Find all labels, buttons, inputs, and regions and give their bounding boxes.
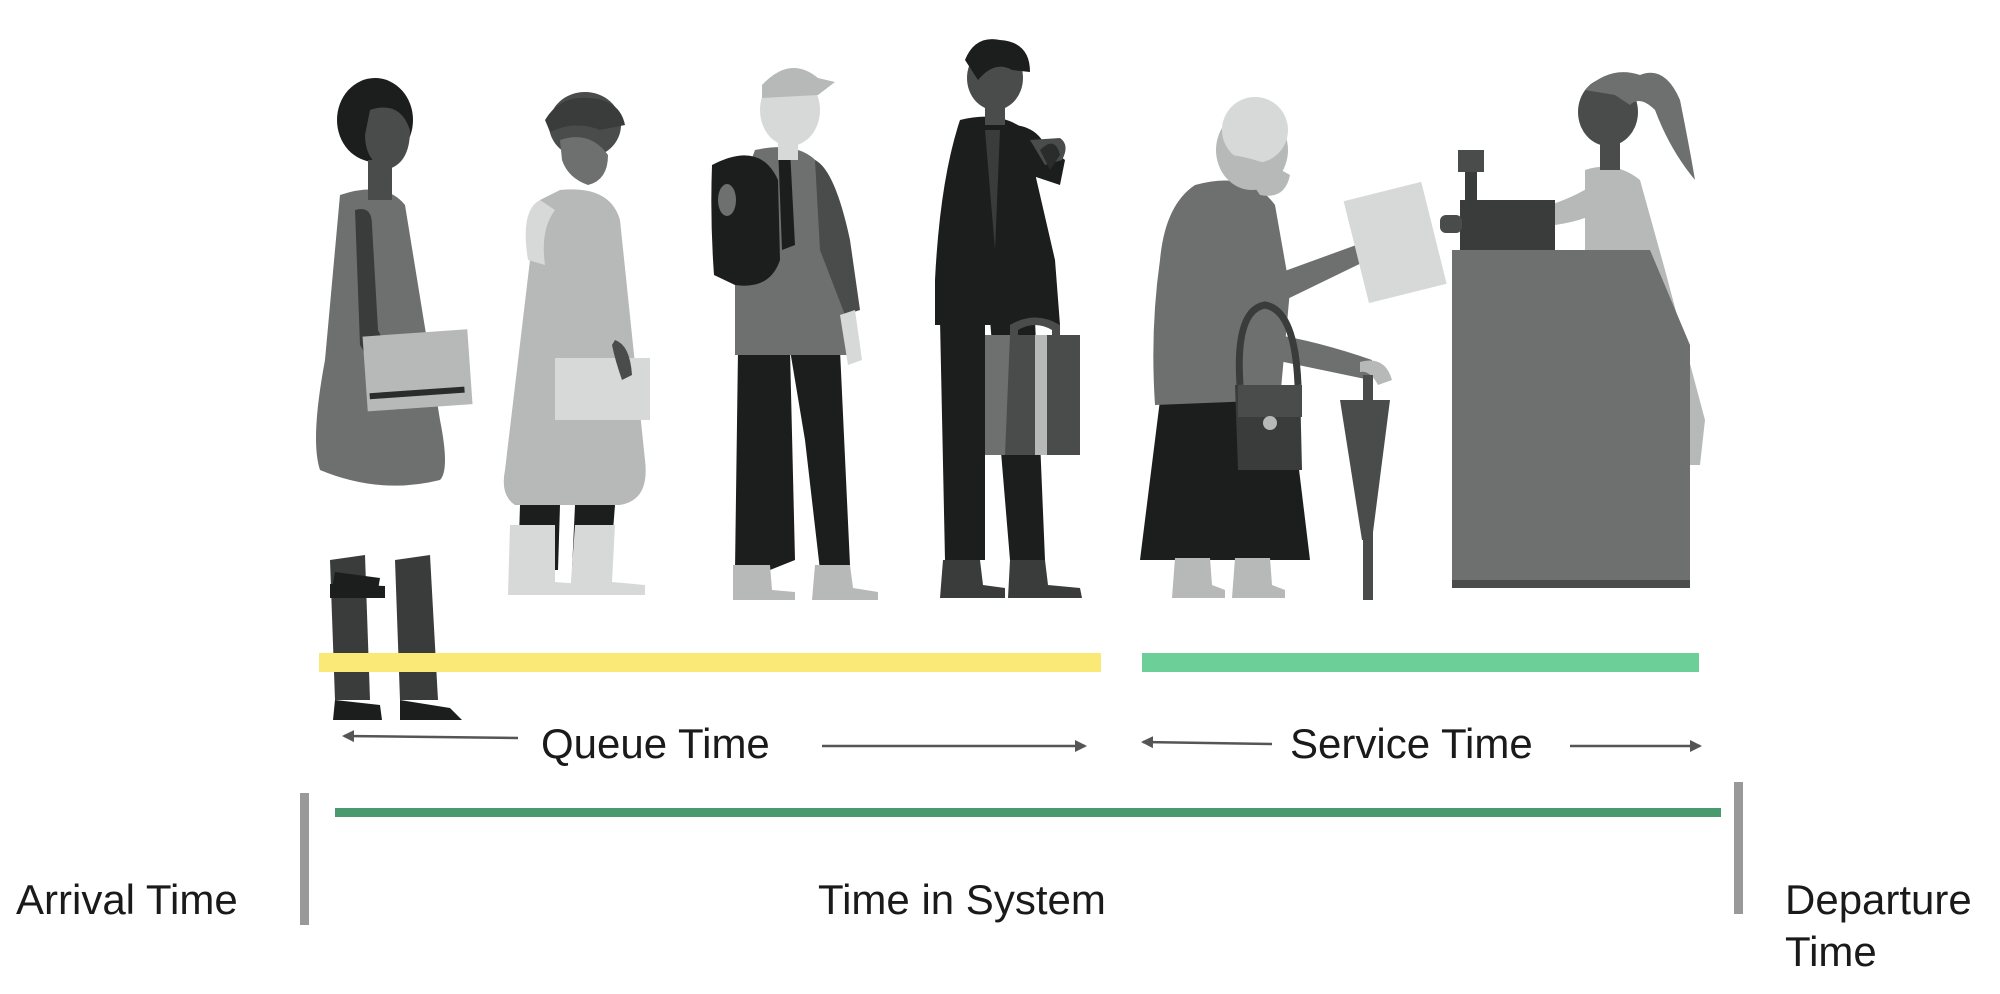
service-time-label: Service Time: [1290, 718, 1533, 770]
child-in-raincoat: [504, 92, 650, 595]
arrival-tick: [300, 793, 309, 925]
queue-time-label: Queue Time: [541, 718, 770, 770]
service-left-arrow: [1143, 742, 1272, 744]
queue-time-bar: [319, 653, 1101, 672]
departure-tick: [1734, 782, 1743, 914]
arrival-time-label: Arrival Time: [16, 874, 238, 926]
departure-time-label-line1: Departure: [1785, 874, 1972, 926]
service-time-bar: [1142, 653, 1699, 672]
departure-time-label-line2: Time: [1785, 926, 1877, 978]
man-in-suit-with-briefcase: [935, 39, 1082, 598]
cash-register-icon: [1440, 150, 1555, 250]
time-in-system-bar: [335, 808, 1721, 817]
cashier-at-counter: [1440, 72, 1705, 588]
time-in-system-label: Time in System: [818, 874, 1106, 926]
elderly-woman-with-cane: [1140, 97, 1447, 600]
man-with-backpack: [711, 68, 878, 600]
woman-with-folder: [316, 78, 473, 720]
queue-left-arrow: [344, 736, 518, 738]
